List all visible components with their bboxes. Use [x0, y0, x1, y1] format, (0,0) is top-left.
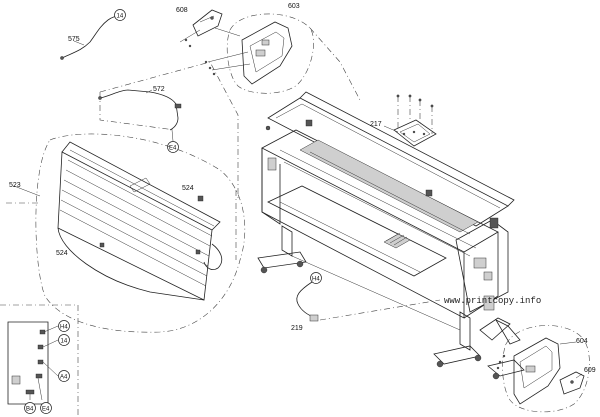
- label-524-upper: 524: [182, 185, 194, 192]
- part-603-side-cover: [204, 13, 314, 94]
- label-608: 608: [176, 7, 188, 14]
- connector-14-top: 14: [114, 9, 126, 21]
- connector-H4-mid: H4: [310, 272, 322, 284]
- label-217: 217: [370, 121, 382, 128]
- label-609: 609: [584, 367, 596, 374]
- svg-text:H4: H4: [312, 277, 320, 283]
- connector-E4-inset: E4: [40, 402, 52, 414]
- printer-stand: [257, 225, 525, 380]
- vent-grid: [383, 232, 411, 249]
- svg-text:14: 14: [117, 14, 124, 20]
- label-219: 219: [291, 325, 303, 332]
- printer-main-body: [261, 91, 515, 319]
- label-575: 575: [68, 36, 80, 43]
- label-603: 603: [288, 3, 300, 10]
- label-523: 523: [9, 182, 21, 189]
- part-524-cable: [203, 190, 237, 270]
- connector-H4-inset: H4: [58, 320, 70, 332]
- svg-text:14: 14: [61, 339, 68, 345]
- inset-panel: [0, 304, 79, 417]
- watermark-text: www.printcopy.info: [444, 296, 541, 306]
- cable-575: [60, 15, 121, 60]
- part-609-bracket: [559, 371, 585, 395]
- part-604-side-cover: [496, 325, 590, 413]
- front-cover-523: [6, 133, 246, 333]
- svg-text:B4: B4: [26, 407, 34, 413]
- connector-14-inset: 14: [58, 334, 70, 346]
- svg-text:H4: H4: [60, 325, 68, 331]
- cable-572-enclosure: [98, 61, 239, 200]
- label-524-lower: 524: [56, 250, 68, 257]
- svg-text:E4: E4: [42, 407, 50, 413]
- connector-B4-inset: B4: [24, 402, 36, 414]
- part-217-board: [383, 94, 437, 147]
- svg-text:E4: E4: [169, 146, 177, 152]
- svg-text:A4: A4: [60, 375, 68, 381]
- label-572: 572: [153, 86, 165, 93]
- connector-A4-inset: A4: [58, 370, 70, 382]
- connector-E4-top: E4: [167, 141, 179, 153]
- label-604: 604: [576, 338, 588, 345]
- part-608-bracket: [179, 9, 241, 48]
- cable-219: [296, 281, 441, 322]
